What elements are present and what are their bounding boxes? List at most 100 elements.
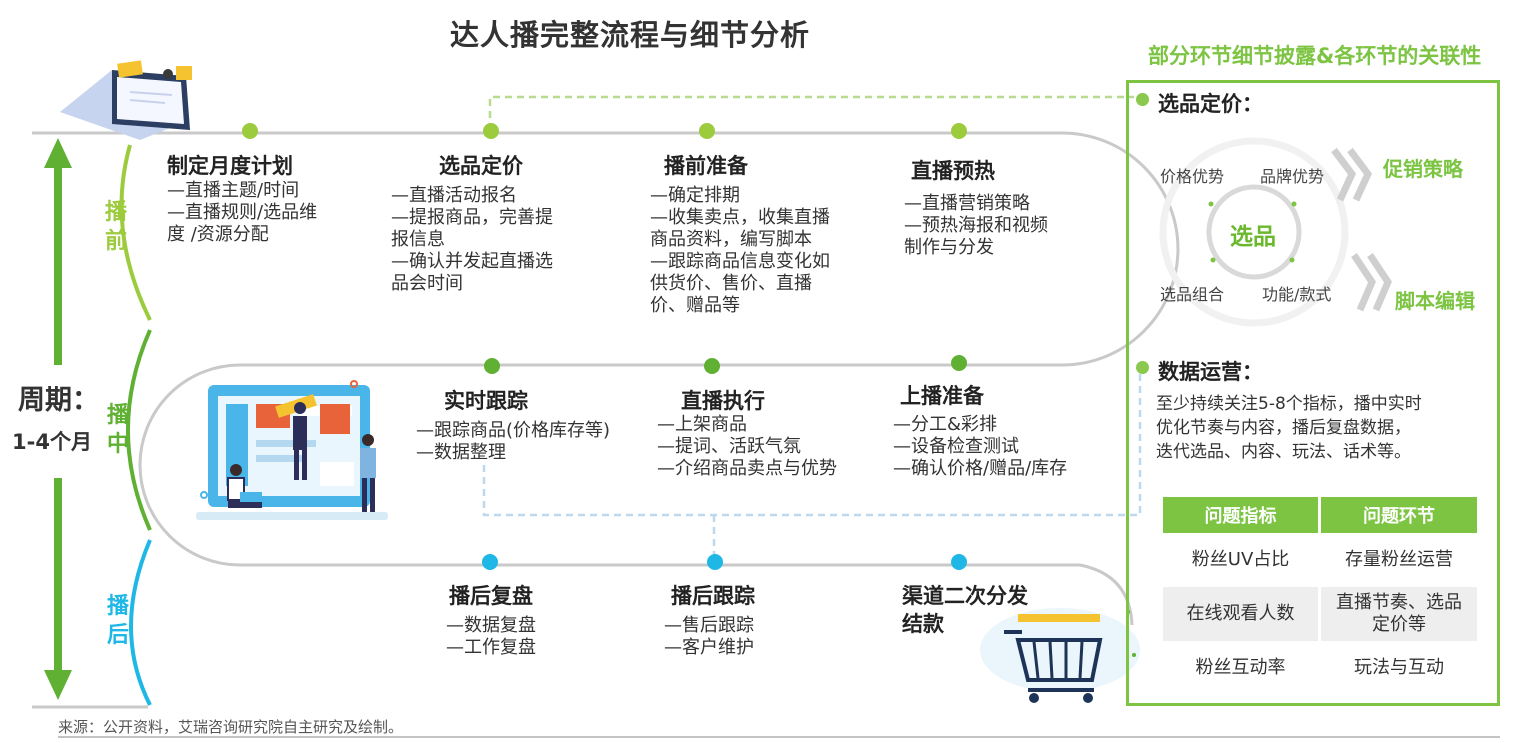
stage-item: —客户维护 <box>664 637 754 658</box>
phase-label-post: 播后 <box>106 594 129 648</box>
data-ops-description: 至少持续关注5-8个指标，播中实时 优化节奏与内容，播后复盘数据， 迭代选品、内… <box>1156 392 1491 464</box>
stage-item: —介绍商品卖点与优势 <box>657 458 837 479</box>
stage-title-go-live-prep: 上播准备 <box>900 384 984 408</box>
table-cell: 玩法与互动 <box>1354 657 1445 678</box>
stage-title-realtime-tracking: 实时跟踪 <box>444 389 528 413</box>
advantage-brand: 品牌优势 <box>1260 167 1325 186</box>
team-illustration <box>196 380 388 520</box>
page-title: 达人播完整流程与细节分析 <box>449 18 810 52</box>
table-cell: 在线观看人数 <box>1163 587 1319 641</box>
stage-item: —跟踪商品(价格库存等) <box>416 420 611 441</box>
stage-item: 价、赠品等 <box>650 295 740 316</box>
stage-title-monthly-plan: 制定月度计划 <box>167 154 293 178</box>
stage-title-selection-pricing: 选品定价 <box>439 154 523 178</box>
stage-items-warmup: —直播营销策略 —预热海报和视频 制作与分发 <box>904 193 1048 259</box>
detail-panel <box>1126 80 1500 706</box>
stage-item: —跟踪商品信息变化如 <box>650 251 830 272</box>
table-cell: 粉丝互动率 <box>1195 657 1286 678</box>
stage-items-selection-pricing: —直播活动报名 —提报商品，完善提 报信息 —确认并发起直播选 品会时间 <box>391 185 553 295</box>
data-ops-line: 迭代选品、内容、玩法、话术等。 <box>1156 442 1411 462</box>
phase-arc-pre <box>119 144 152 321</box>
table-header-metric: 问题指标 <box>1163 497 1319 533</box>
stage-item: 制作与分发 <box>904 237 994 258</box>
data-ops-heading: 数据运营： <box>1158 360 1263 384</box>
cycle-label: 周期： <box>18 385 99 416</box>
table-cell: 存量粉丝运营 <box>1345 549 1454 570</box>
stage-items-realtime-tracking: —跟踪商品(价格库存等) —数据整理 <box>416 420 610 464</box>
data-ops-line: 至少持续关注5-8个指标，播中实时 <box>1156 394 1422 414</box>
table-cell: 直播节奏、选品定价等 <box>1321 587 1477 641</box>
phase-label-pre: 播前 <box>104 200 127 254</box>
table-row: 在线观看人数 直播节奏、选品定价等 <box>1163 587 1477 641</box>
stage-item: —售后跟踪 <box>664 615 754 636</box>
laptop-illustration <box>60 60 192 140</box>
selection-heading: 选品定价： <box>1158 92 1263 116</box>
chevron-icons <box>1331 147 1392 312</box>
stage-item: 报信息 <box>391 229 445 250</box>
stage-item: —工作复盘 <box>446 637 536 658</box>
dash-link-selection <box>488 95 1134 130</box>
table-header-stage: 问题环节 <box>1321 497 1477 533</box>
stage-item: —确定排期 <box>650 185 740 206</box>
bullet-dot <box>1136 93 1149 106</box>
cycle-arrow <box>44 138 72 700</box>
stage-title-execution: 直播执行 <box>681 389 765 413</box>
stage-item: 品会时间 <box>391 273 463 294</box>
stage-items-pre-broadcast-prep: —确定排期 —收集卖点，收集直播 商品资料，编写脚本 —跟踪商品信息变化如 供货… <box>650 185 830 317</box>
stage-title-redistribution: 渠道二次分发 <box>902 584 1028 608</box>
stage-item: —预热海报和视频 <box>904 215 1048 236</box>
advantage-price: 价格优势 <box>1160 167 1225 186</box>
stage-item: —收集卖点，收集直播 <box>650 207 830 228</box>
stage-title-pre-broadcast-prep: 播前准备 <box>664 154 748 178</box>
stage-item: —直播活动报名 <box>391 185 517 206</box>
stage-item: —确认价格/赠品/库存 <box>893 458 1068 479</box>
table-cell: 粉丝UV占比 <box>1191 549 1290 570</box>
table-header-row: 问题指标 问题环节 <box>1163 497 1477 533</box>
strategy-promotion: 促销策略 <box>1383 157 1463 181</box>
selection-ring <box>1159 137 1349 327</box>
bullet-dot <box>1136 361 1149 374</box>
dash-link-data <box>482 370 1142 517</box>
stage-item: —上架商品 <box>657 414 747 435</box>
source-note: 来源：公开资料，艾瑞咨询研究院自主研究及绘制。 <box>58 718 404 736</box>
phase-arc-post <box>129 539 152 706</box>
flow-path <box>32 131 1180 626</box>
stage-item: —数据整理 <box>416 442 506 463</box>
panel-title: 部分环节细节披露&各环节的关联性 <box>1148 44 1482 68</box>
stage-item: —分工&彩排 <box>893 414 998 435</box>
stage-item: —直播规则/选品维 <box>167 202 318 223</box>
stage-item: —设备检查测试 <box>893 436 1019 457</box>
stage-item: —确认并发起直播选 <box>391 251 553 272</box>
stage-items-execution: —上架商品 —提词、活跃气氛 —介绍商品卖点与优势 <box>657 414 837 480</box>
stage-item: —直播营销策略 <box>904 193 1030 214</box>
stage-item: —提词、活跃气氛 <box>657 436 801 457</box>
stage-title-review: 播后复盘 <box>449 584 533 608</box>
stage-items-monthly-plan: —直播主题/时间 —直播规则/选品维 度 /资源分配 <box>167 180 317 246</box>
node-dots <box>242 123 967 570</box>
stage-items-after-sales: —售后跟踪 —客户维护 <box>664 615 754 659</box>
phase-arc-mid <box>126 329 152 531</box>
selection-center-label: 选品 <box>1230 224 1276 250</box>
stage-title-warmup: 直播预热 <box>911 159 995 183</box>
stage-items-go-live-prep: —分工&彩排 —设备检查测试 —确认价格/赠品/库存 <box>893 414 1067 480</box>
advantage-function: 功能/款式 <box>1262 285 1332 304</box>
stage-item: —直播主题/时间 <box>167 180 300 201</box>
strategy-script: 脚本编辑 <box>1395 289 1475 313</box>
stage-items-review: —数据复盘 —工作复盘 <box>446 615 536 659</box>
stage-item: 度 /资源分配 <box>167 224 269 245</box>
advantage-combination: 选品组合 <box>1160 285 1225 304</box>
table-row: 粉丝UV占比 存量粉丝运营 <box>1163 533 1477 587</box>
data-ops-line: 优化节奏与内容，播后复盘数据， <box>1156 418 1411 438</box>
stage-item: 供货价、售价、直播 <box>650 273 812 294</box>
stage-title-after-sales: 播后跟踪 <box>671 584 755 608</box>
cart-illustration <box>980 608 1140 703</box>
table-row: 粉丝互动率 玩法与互动 <box>1163 641 1477 695</box>
cycle-value: 1-4个月 <box>12 430 92 454</box>
stage-title-settlement: 结款 <box>902 612 944 636</box>
phase-label-mid: 播中 <box>106 403 129 457</box>
metrics-table: 问题指标 问题环节 粉丝UV占比 存量粉丝运营 在线观看人数 直播节奏、选品定价… <box>1160 497 1480 695</box>
stage-item: —提报商品，完善提 <box>391 207 553 228</box>
stage-item: —数据复盘 <box>446 615 536 636</box>
stage-item: 商品资料，编写脚本 <box>650 229 812 250</box>
